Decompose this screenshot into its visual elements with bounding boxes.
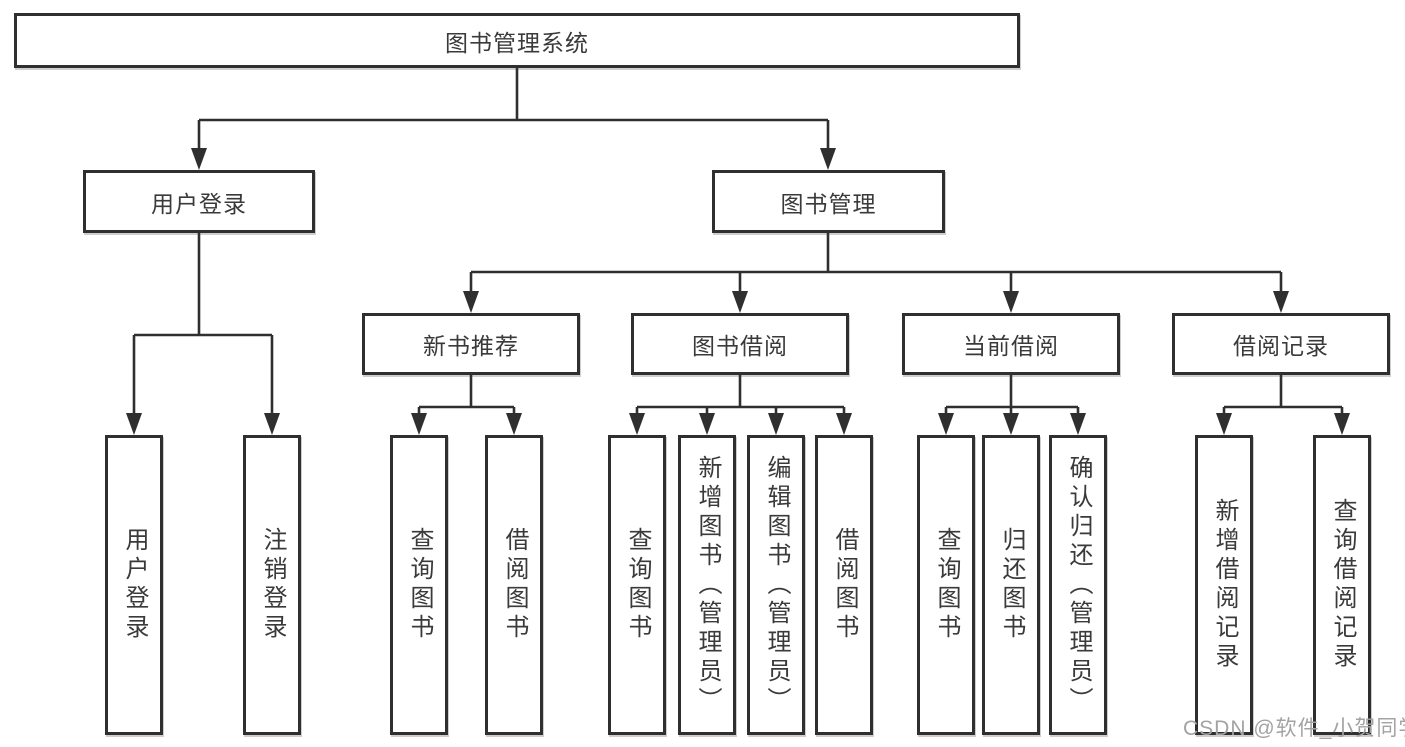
leaf-records-add: 新增借阅记录 (1195, 435, 1253, 735)
leaf-borrow-query: 查询图书 (608, 435, 666, 735)
leaf-user-login-label: 用户登录 (121, 527, 148, 643)
leaf-newbooks-query: 查询图书 (390, 435, 448, 735)
leaf-borrow-edit-book-label: 编辑图书（管理员） (763, 454, 790, 716)
leaf-newbooks-borrow-label: 借阅图书 (501, 527, 528, 643)
leaf-borrow-borrow-book: 借阅图书 (815, 435, 873, 735)
leaf-current-confirm-return-label: 确认归还（管理员） (1065, 454, 1092, 716)
leaf-borrow-add-book-label: 新增图书（管理员） (694, 454, 721, 716)
leaf-borrow-query-label: 查询图书 (624, 527, 651, 643)
node-new-books: 新书推荐 (362, 313, 580, 375)
leaf-records-add-label: 新增借阅记录 (1211, 498, 1238, 672)
csdn-watermark: CSDN @软件_小贺同学 (1183, 717, 1405, 740)
leaf-logout-label: 注销登录 (259, 527, 286, 643)
leaf-current-return-label: 归还图书 (998, 527, 1025, 643)
leaf-records-query-label: 查询借阅记录 (1329, 498, 1356, 672)
leaf-borrow-borrow-book-label: 借阅图书 (831, 527, 858, 643)
node-book-management: 图书管理 (712, 170, 945, 233)
leaf-current-query: 查询图书 (917, 435, 975, 735)
node-root: 图书管理系统 (14, 13, 1020, 68)
node-user-login: 用户登录 (83, 170, 315, 233)
leaf-user-login: 用户登录 (105, 435, 163, 735)
leaf-borrow-add-book: 新增图书（管理员） (678, 435, 736, 735)
leaf-newbooks-query-label: 查询图书 (406, 527, 433, 643)
leaf-current-return: 归还图书 (982, 435, 1040, 735)
leaf-current-query-label: 查询图书 (933, 527, 960, 643)
leaf-borrow-edit-book: 编辑图书（管理员） (747, 435, 805, 735)
leaf-current-confirm-return: 确认归还（管理员） (1049, 435, 1107, 735)
node-borrow-records: 借阅记录 (1172, 313, 1390, 375)
leaf-newbooks-borrow: 借阅图书 (485, 435, 543, 735)
node-current-borrow: 当前借阅 (902, 313, 1120, 375)
leaf-logout: 注销登录 (243, 435, 301, 735)
leaf-records-query: 查询借阅记录 (1313, 435, 1371, 735)
node-book-borrow: 图书借阅 (631, 313, 849, 375)
